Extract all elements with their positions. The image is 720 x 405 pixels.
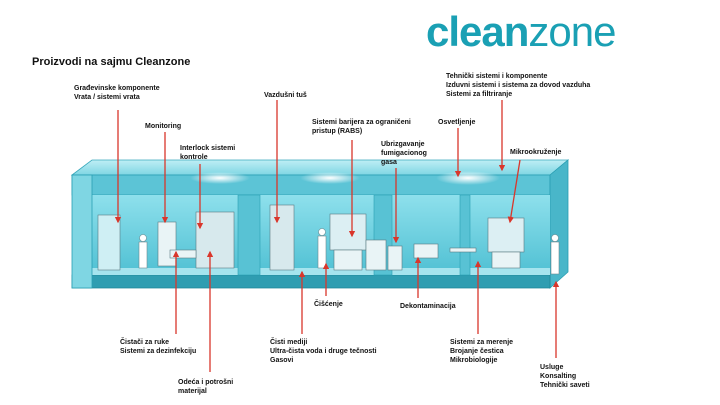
ceiling-light-1 [190,172,250,184]
label-line: Interlock sistemi [180,145,236,152]
hood-base [491,251,521,269]
monitoring-cabinet [157,221,177,267]
label-line: Tehnički saveti [540,382,590,389]
label-line: Gasovi [270,357,294,364]
label-line: Monitoring [145,123,182,130]
fumigation-unit [387,245,403,271]
interlock-cabinet [195,211,235,269]
person-head-2 [318,228,326,236]
label-line: Mikrobiologije [450,357,498,364]
floor-top [72,268,550,275]
label-line: Vazdušni tuš [264,92,307,99]
label-line: Osvetljenje [438,119,476,126]
label-line: kontrole [180,154,208,161]
label-line: Konsalting [540,373,577,380]
person-body-1 [138,241,148,269]
label-line: Građevinske komponente [74,85,160,92]
label-dekontaminacija: Dekontaminacija [400,302,456,311]
bench [169,249,197,259]
person-body-3 [550,241,560,275]
label-line: fumigacionog [381,150,427,157]
label-gradevinske: Građevinske komponente Vrata / sistemi v… [74,84,160,102]
label-line: Izduvni sistemi i sistema za dovod vazdu… [446,82,591,89]
label-line: materijal [178,388,207,395]
equipment [97,204,525,271]
machine [365,239,387,271]
label-merenje: Sistemi za merenje Brojanje čestica Mikr… [450,338,513,365]
person-body-2 [317,235,327,269]
cleanzone-logo: cleanzone [426,8,616,55]
label-line: Sistemi za dezinfekciju [120,348,197,355]
rabs-base [333,249,363,271]
person-head-1 [139,234,147,242]
label-osvetljenje: Osvetljenje [438,118,475,127]
pointer-arrows [114,100,560,372]
label-line: Ubrizgavanje [381,141,425,148]
label-line: pristup (RABS) [312,128,363,135]
label-usluge: Usluge Konsalting Tehnički saveti [540,363,590,390]
label-line: Čišćenje [314,301,343,308]
label-line: Sistemi barijera za ograničeni [312,119,411,126]
label-line: Ultra-čista voda i druge tečnosti [270,348,377,355]
label-odeca: Odeća i potrošni materijal [178,378,233,396]
label-mikrookruzenje: Mikrookruženje [510,148,561,157]
label-line: Odeća i potrošni [178,379,234,386]
label-interlock: Interlock sistemi kontrole [180,144,235,162]
lab-cart [449,247,477,253]
arrow-mikrookruzenje [507,159,521,224]
decon-cart [413,243,439,259]
label-vazdusni: Vazdušni tuš [264,91,307,100]
label-line: Vrata / sistemi vrata [74,94,140,101]
label-line: Čisti mediji [270,339,308,346]
label-monitoring: Monitoring [145,122,181,131]
label-line: Dekontaminacija [400,303,456,310]
page-title: Proizvodi na sajmu Cleanzone [32,56,191,68]
label-line: Brojanje čestica [450,348,504,355]
label-ubrizgavanje: Ubrizgavanje fumigacionog gasa [381,140,427,167]
label-line: Mikrookruženje [510,149,562,156]
left-wall [71,174,93,289]
partition-wall-3 [459,194,471,276]
label-ciscenje: Čišćenje [314,300,343,309]
door [97,214,121,271]
microenvironment-hood [487,217,525,253]
label-line: Čistači za ruke [120,339,170,346]
air-shower [269,204,295,271]
rabs-unit [329,213,367,251]
label-line: Sistemi za filtriranje [446,91,513,98]
partition-wall-1 [237,194,261,276]
label-line: Tehnički sistemi i komponente [446,73,548,80]
label-cistaci: Čistači za ruke Sistemi za dezinfekciju [120,338,196,356]
label-line: Usluge [540,364,564,371]
label-line: Sistemi za merenje [450,339,514,346]
label-line: gasa [381,159,397,166]
label-rabs: Sistemi barijera za ograničeni pristup (… [312,118,411,136]
people [138,228,560,275]
label-tehnicki: Tehnički sistemi i komponente Izduvni si… [446,72,590,99]
ceiling-light-3 [436,171,500,185]
label-cisti-mediji: Čisti mediji Ultra-čista voda i druge te… [270,338,377,365]
person-head-3 [551,234,559,242]
ceiling-light-2 [300,172,360,184]
